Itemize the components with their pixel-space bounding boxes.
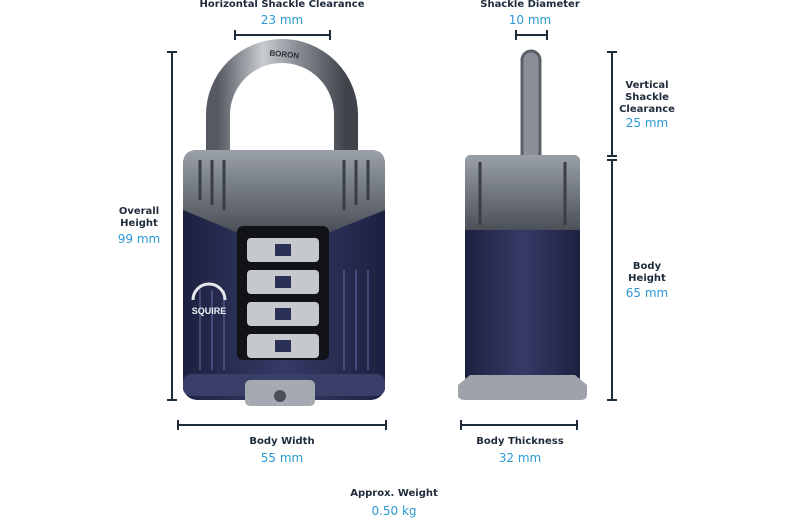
- shackle-side: [520, 49, 542, 160]
- side-padlock: [458, 49, 587, 400]
- dim-body-width: [177, 420, 387, 430]
- dim-overall-height: [167, 51, 177, 401]
- horizontal-shackle-value: 23 mm: [260, 13, 304, 27]
- body-width-label: Body Width: [249, 436, 315, 447]
- body-height-label-2: Height: [628, 273, 666, 284]
- overall-height-label-2: Height: [120, 218, 158, 229]
- dim-shackle-diameter: [515, 30, 548, 40]
- body-width-value: 55 mm: [260, 451, 304, 465]
- body-thickness-value: 32 mm: [498, 451, 542, 465]
- shackle-diameter-value: 10 mm: [508, 13, 552, 27]
- squire-logo: SQUIRE: [191, 282, 227, 316]
- body-height-value: 65 mm: [625, 286, 669, 300]
- combination-dials: [247, 238, 319, 358]
- dimension-lines: [167, 30, 617, 430]
- dim-body-height: [607, 159, 617, 401]
- horizontal-shackle-label: Horizontal Shackle Clearance: [199, 0, 365, 10]
- vertical-shackle-label-2: Shackle: [625, 92, 669, 103]
- vertical-shackle-label-3: Clearance: [619, 104, 675, 115]
- shackle-diameter-label: Shackle Diameter: [480, 0, 580, 10]
- body-height-label-1: Body: [632, 261, 662, 272]
- side-base: [458, 375, 587, 400]
- lock-top-cap: [183, 150, 385, 232]
- front-padlock: BORON SQUIRE: [183, 39, 385, 406]
- vertical-shackle-value: 25 mm: [625, 116, 669, 130]
- dim-body-thickness: [460, 420, 578, 430]
- dim-horizontal-shackle: [234, 30, 331, 40]
- shackle-engraving: BORON: [269, 48, 300, 60]
- shackle-front: [206, 39, 358, 160]
- dim-vertical-shackle: [607, 51, 617, 157]
- vertical-shackle-label-1: Vertical: [625, 80, 669, 91]
- body-thickness-label: Body Thickness: [476, 436, 564, 447]
- weight-value: 0.50 kg: [371, 504, 417, 518]
- overall-height-label-1: Overall: [118, 206, 160, 217]
- weight-label: Approx. Weight: [350, 488, 438, 499]
- overall-height-value: 99 mm: [117, 232, 161, 246]
- svg-text:SQUIRE: SQUIRE: [192, 306, 227, 316]
